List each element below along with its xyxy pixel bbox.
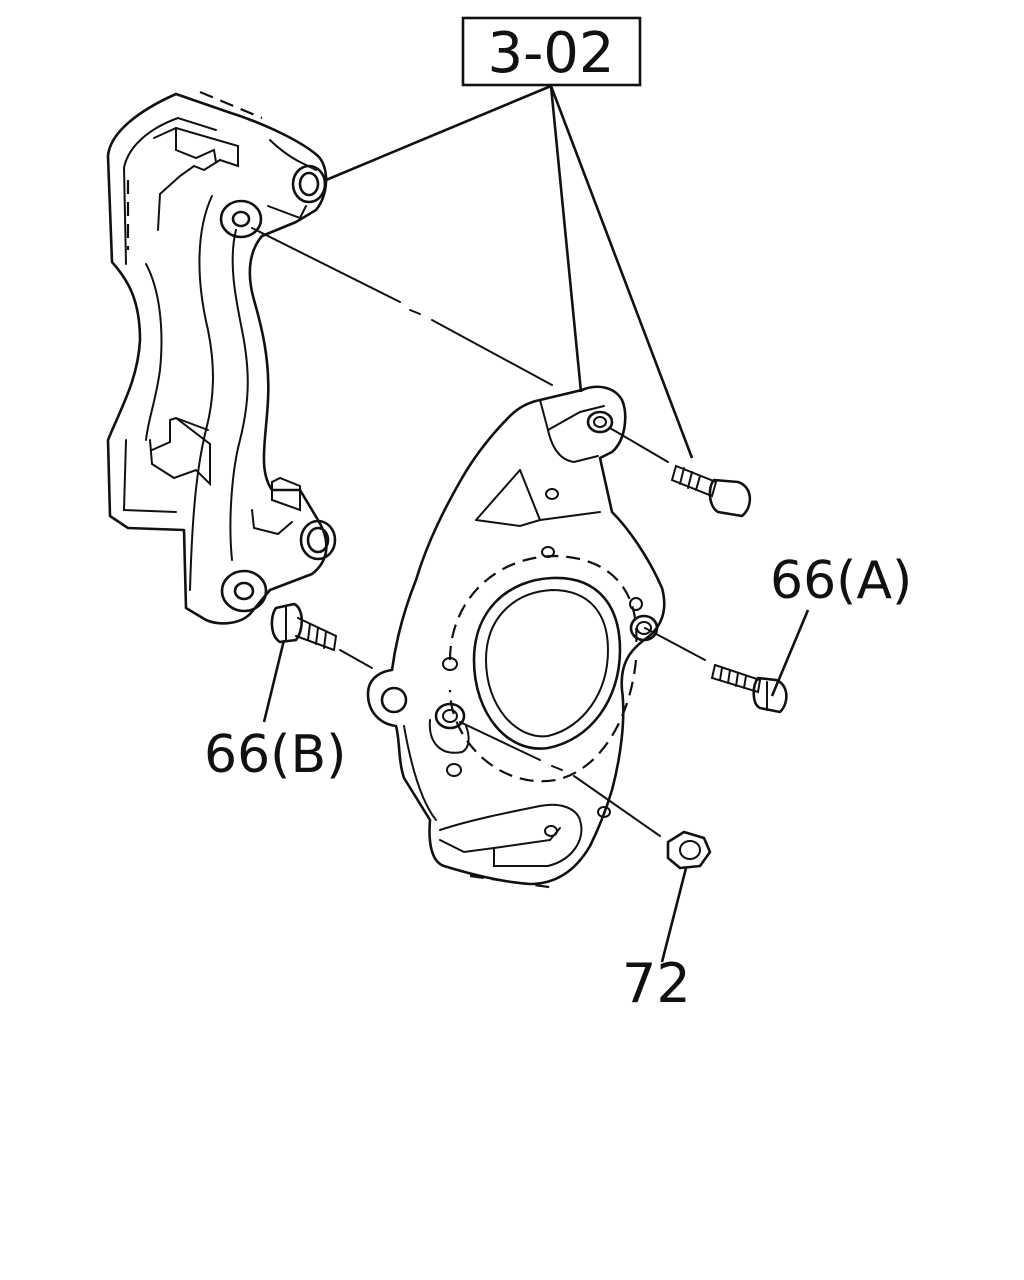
- callout-72[interactable]: 72: [622, 952, 691, 1015]
- reference-callout-3-02[interactable]: 3-02: [461, 16, 642, 87]
- reference-label: 3-02: [487, 21, 614, 86]
- bolt-66a[interactable]: [644, 627, 788, 714]
- bracket-to-knuckle-centerline: [251, 227, 553, 386]
- nut-72[interactable]: [459, 721, 712, 870]
- steering-knuckle[interactable]: [366, 385, 666, 890]
- callout-66b[interactable]: 66(B): [204, 725, 346, 785]
- callout-66a[interactable]: 66(A): [770, 551, 912, 611]
- reference-leaders: [325, 84, 694, 459]
- caliper-bracket[interactable]: [106, 90, 337, 625]
- upper-bolt[interactable]: [609, 427, 752, 518]
- callout-leaders: [262, 609, 810, 963]
- bolt-66b[interactable]: [270, 602, 373, 669]
